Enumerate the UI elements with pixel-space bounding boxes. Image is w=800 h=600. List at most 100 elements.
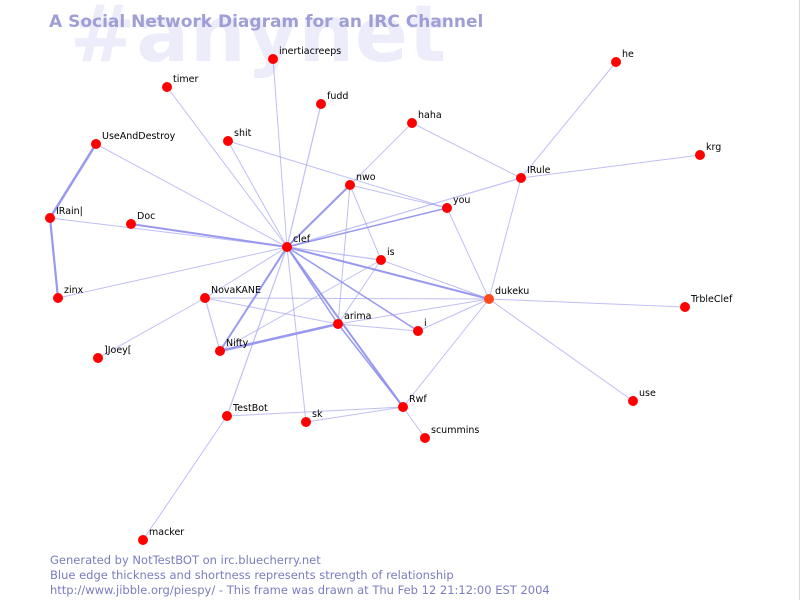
node-label: TestBot [232, 403, 268, 414]
node-label: dukeku [495, 286, 529, 297]
node-label: Doc [137, 211, 155, 222]
node-label: Rwf [409, 394, 427, 405]
node-dot[interactable] [138, 535, 148, 545]
node-dot[interactable] [126, 219, 136, 229]
node-dot[interactable] [301, 417, 311, 427]
node-dot[interactable] [398, 402, 408, 412]
channel-watermark: #anynet [70, 0, 448, 80]
node-label: you [453, 195, 470, 206]
node-use[interactable]: use [628, 388, 656, 406]
node-dot[interactable] [413, 326, 423, 336]
node-shit[interactable]: shit [223, 128, 252, 146]
node-dot[interactable] [420, 433, 430, 443]
edge-nwo-is [349, 184, 382, 261]
footer-legend-note: Blue edge thickness and shortness repres… [50, 568, 454, 582]
edge-NovaKANE-Nifty [204, 297, 221, 352]
node-TestBot[interactable]: TestBot [222, 403, 268, 421]
edge-is-Nifty [219, 259, 382, 352]
node-dot[interactable] [93, 353, 103, 363]
node-label: clef [293, 234, 311, 245]
footer-generated-by: Generated by NotTestBOT on irc.bluecherr… [50, 553, 321, 567]
edge-clef-Nifty [219, 246, 288, 352]
node-fudd[interactable]: fudd [316, 91, 348, 109]
node-label: haha [418, 110, 442, 121]
node-is[interactable]: is [376, 247, 395, 265]
node-timer[interactable]: timer [162, 74, 198, 92]
node-Nifty[interactable]: Nifty [215, 338, 249, 356]
node-dot[interactable] [215, 346, 225, 356]
node-sk[interactable]: sk [301, 409, 323, 427]
node-dot[interactable] [695, 150, 705, 160]
node-macker[interactable]: macker [138, 527, 184, 545]
edge-clef-Rwf [286, 246, 404, 408]
node-NovaKANE[interactable]: NovaKANE [200, 285, 261, 303]
node-Doc[interactable]: Doc [126, 211, 155, 229]
node-dot[interactable] [333, 319, 343, 329]
node-label: UseAndDestroy [102, 131, 176, 142]
node-dot[interactable] [484, 294, 494, 304]
edge-clef-is [286, 246, 382, 261]
node-dot[interactable] [316, 99, 326, 109]
node-IRain|[interactable]: IRain| [45, 206, 83, 223]
node-dot[interactable] [680, 302, 690, 312]
node-inertiacreeps[interactable]: inertiacreeps [268, 46, 341, 64]
edge-layer [48, 58, 701, 541]
node-dot[interactable] [442, 203, 452, 213]
edge-clef-dukeku [286, 246, 490, 300]
node-dot[interactable] [223, 136, 233, 146]
footer-source-link[interactable]: http://www.jibble.org/piespy/ - This fra… [50, 583, 550, 597]
node-label: scummins [431, 425, 479, 436]
edge-fudd-clef [286, 103, 322, 248]
node-haha[interactable]: haha [407, 110, 442, 128]
node-UseAndDestroy[interactable]: UseAndDestroy [91, 131, 176, 149]
edge-IRule-dukeku [488, 177, 522, 300]
edge-nwo-clef [286, 184, 351, 248]
node-label: timer [173, 74, 198, 85]
node-dot[interactable] [516, 173, 526, 183]
node-clef[interactable]: clef [282, 234, 311, 252]
edge-haha-nwo [349, 122, 413, 186]
edge-you-dukeku [446, 207, 490, 300]
edge-Rwf-scummins [402, 406, 426, 439]
node-dot[interactable] [376, 255, 386, 265]
node-i[interactable]: i [413, 318, 427, 336]
edge-dukeku-Rwf [402, 298, 490, 408]
node-you[interactable]: you [442, 195, 470, 213]
footer-info: Generated by NotTestBOT on irc.bluecherr… [50, 553, 550, 598]
node-dot[interactable] [268, 54, 278, 64]
node-krg[interactable]: krg [695, 142, 721, 160]
node-dot[interactable] [282, 242, 292, 252]
node-dot[interactable] [200, 293, 210, 303]
page-title: A Social Network Diagram for an IRC Chan… [49, 12, 484, 32]
node-dot[interactable] [407, 118, 417, 128]
node-he[interactable]: he [611, 49, 634, 67]
node-dot[interactable] [345, 180, 355, 190]
node-dot[interactable] [611, 57, 621, 67]
node-dot[interactable] [222, 411, 232, 421]
node-dot[interactable] [45, 213, 55, 223]
edge-Rwf-sk [305, 406, 404, 423]
node-nwo[interactable]: nwo [345, 172, 376, 190]
edge-clef-TestBot [226, 246, 288, 417]
node-IRule[interactable]: IRule [516, 165, 551, 183]
node-]Joey[[interactable]: ]Joey[ [93, 345, 132, 363]
node-TrbleClef[interactable]: TrbleClef [680, 294, 733, 312]
node-Rwf[interactable]: Rwf [398, 394, 427, 412]
node-zinx[interactable]: zinx [53, 285, 84, 303]
node-dukeku[interactable]: dukeku [484, 286, 529, 304]
node-scummins[interactable]: scummins [420, 425, 479, 443]
node-dot[interactable] [628, 396, 638, 406]
node-label: i [424, 318, 427, 329]
node-arima[interactable]: arima [333, 311, 371, 329]
node-label: he [622, 49, 634, 60]
edge-Doc-clef [130, 223, 288, 248]
edge-UseAndDestroy-IRain| [48, 142, 98, 220]
node-label: use [639, 388, 656, 399]
node-dot[interactable] [162, 82, 172, 92]
edge-IRain|-zinx [48, 216, 60, 300]
node-dot[interactable] [91, 139, 101, 149]
edge-is-arima [337, 259, 382, 325]
edge-arima-Nifty [218, 322, 340, 353]
node-dot[interactable] [53, 293, 63, 303]
